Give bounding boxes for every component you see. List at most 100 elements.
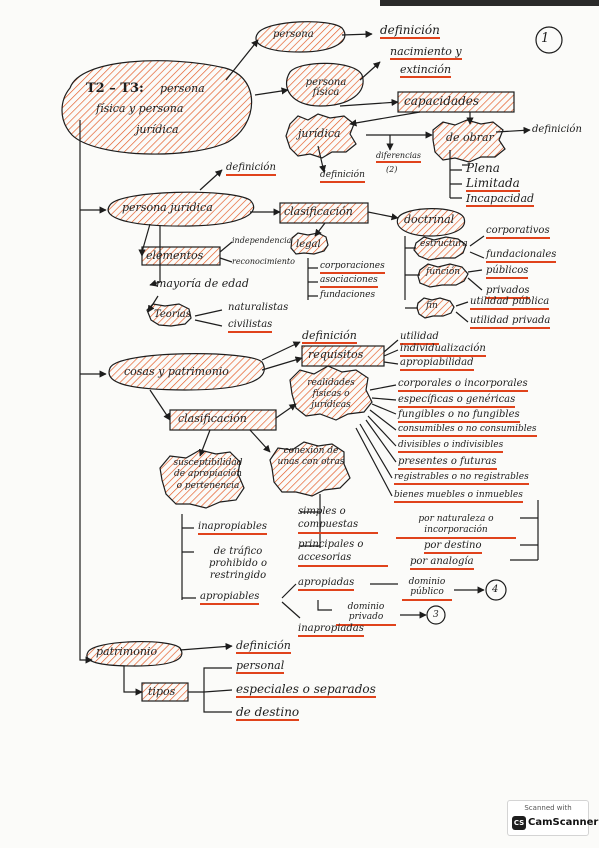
obrar-limitada: Limitada [466,176,520,192]
persona-node-shape [255,21,346,53]
utilidad-publica: utilidad pública [470,297,550,310]
obrar-plena: Plena [466,161,500,175]
persona-nacimiento: nacimiento y [390,45,462,60]
privados: privados [486,286,530,299]
requisitos-label: requisitos [308,348,364,361]
scanned-with-text: Scanned with [524,804,572,812]
patrimonio-label: patrimonio [96,645,158,658]
legal-fundaciones: fundaciones [320,290,376,300]
de-obrar-label: de obrar [446,131,494,144]
title-blob [61,60,253,155]
scan-edge-bar [380,0,599,6]
tipos-destino: de destino [236,705,300,721]
patrimonio-def: definición [236,639,291,654]
estructura-label: estructura [420,239,468,249]
conexion-simples: simples o compuestas [298,505,378,534]
realidad-4: consumibles o no consumibles [398,425,537,437]
elementos-label: elementos [146,249,204,262]
cosas-label: cosas y patrimonio [124,365,229,378]
req-individualizacion: individualización [400,344,486,357]
publicos: públicos [486,266,529,279]
persona-fisica-label: persona física [305,77,347,98]
circle-3-label: 3 [433,610,439,620]
conexion-principales: principales o accesorias [298,538,388,567]
realidad-2: específicas o genéricas [398,395,516,408]
apropiadas: apropiadas [298,578,355,591]
doctrinal-node-shape [396,208,466,237]
inmuebles-destino: por destino [424,541,482,554]
realidades-node-shape [289,365,373,421]
susc-inapropiables: inapropiables [198,522,268,535]
juridica-def: definición [320,171,365,183]
teorias-label: Teorías [154,309,191,320]
camscanner-name: CamScanner [528,817,599,828]
doctrinal-label: doctrinal [404,213,455,226]
obrar-incapacidad: Incapacidad [466,192,535,207]
legal-label: legal [296,239,321,250]
clasificacion-label: clasificación [284,205,353,218]
susceptibilidad-label: susceptibilidad de apropiación o pertene… [173,458,243,491]
realidad-3: fungibles o no fungibles [398,410,520,423]
cosas-node-shape [108,353,265,391]
legal-corporaciones: corporaciones [320,262,385,274]
diferencias: diferencias [376,152,421,163]
inmuebles-analogia: por analogía [410,557,474,570]
patrimonio-node-shape [86,641,183,667]
teorias-naturalistas: naturalistas [228,302,289,313]
teorias-node-shape [146,303,192,327]
utilidad-privada: utilidad privada [470,316,551,329]
legal-asociaciones: asociaciones [320,276,378,288]
reconocimiento: reconocimiento [232,257,295,266]
persona-extincion: extinción [400,63,452,78]
title-line1b: persona [160,82,205,95]
de-obrar-def: definición [532,124,582,135]
camscanner-logo-icon: CS [512,816,526,830]
page-number: 1 [541,31,550,46]
conexion-label: conexión de unas con otras [277,446,345,467]
conexion-node-shape [269,441,351,497]
funcion-node-shape [417,263,469,288]
inmuebles-naturaleza: por naturaleza o incorporación [396,514,516,539]
main-spine [79,120,93,664]
clasificacion2-label: clasificación [178,412,247,425]
susceptibilidad-node-shape [159,449,245,509]
inapropiadas: inapropiadas [298,624,364,637]
fin-label: fin [426,301,438,311]
req-utilidad: utilidad [400,332,439,345]
circle-3-shape [426,605,446,625]
camscanner-badge: Scanned with CS CamScanner [507,800,598,836]
estructura-node-shape [413,236,467,261]
diferencias-n: (2) [386,165,398,174]
susc-trafico: de tráfico prohibido o restringido [208,546,268,581]
tipos-label: tipos [148,685,176,698]
funcion-label: función [426,267,461,277]
dominio-privado: dominio privado [336,602,396,626]
capacidades-label: capacidades [404,94,480,108]
legal-node-shape [290,232,329,255]
pj-label: persona jurídica [122,201,213,214]
realidad-1: corporales o incorporales [398,379,528,392]
persona-fisica-node-shape [285,62,364,107]
fundacionales: fundacionales [486,250,557,263]
mayoria-edad: mayoría de edad [156,277,249,290]
de-obrar-node-shape [432,119,506,163]
realidades-label: realidades físicas o jurídicas [307,378,355,410]
pj-def: definición [226,163,276,176]
susc-apropiables: apropiables [200,592,260,605]
realidad-6: presentes o futuras [398,457,497,470]
title-line1: T2 – T3: [86,81,144,96]
persona-label: persona [273,29,314,40]
page-number-circle [535,26,563,54]
persona-def: definición [380,23,440,39]
realidad-5: divisibles o indivisibles [398,441,504,453]
cosas-def: definición [302,329,357,344]
teorias-civilistas: civilistas [228,320,273,333]
realidad-7: registrables o no registrables [394,473,529,485]
req-apropiabilidad: apropiabilidad [400,358,474,371]
juridica-node-shape [285,113,357,159]
tipos-personal: personal [236,659,285,674]
tipos-especiales: especiales o separados [236,682,376,698]
dominio-publico: dominio público [402,577,452,601]
